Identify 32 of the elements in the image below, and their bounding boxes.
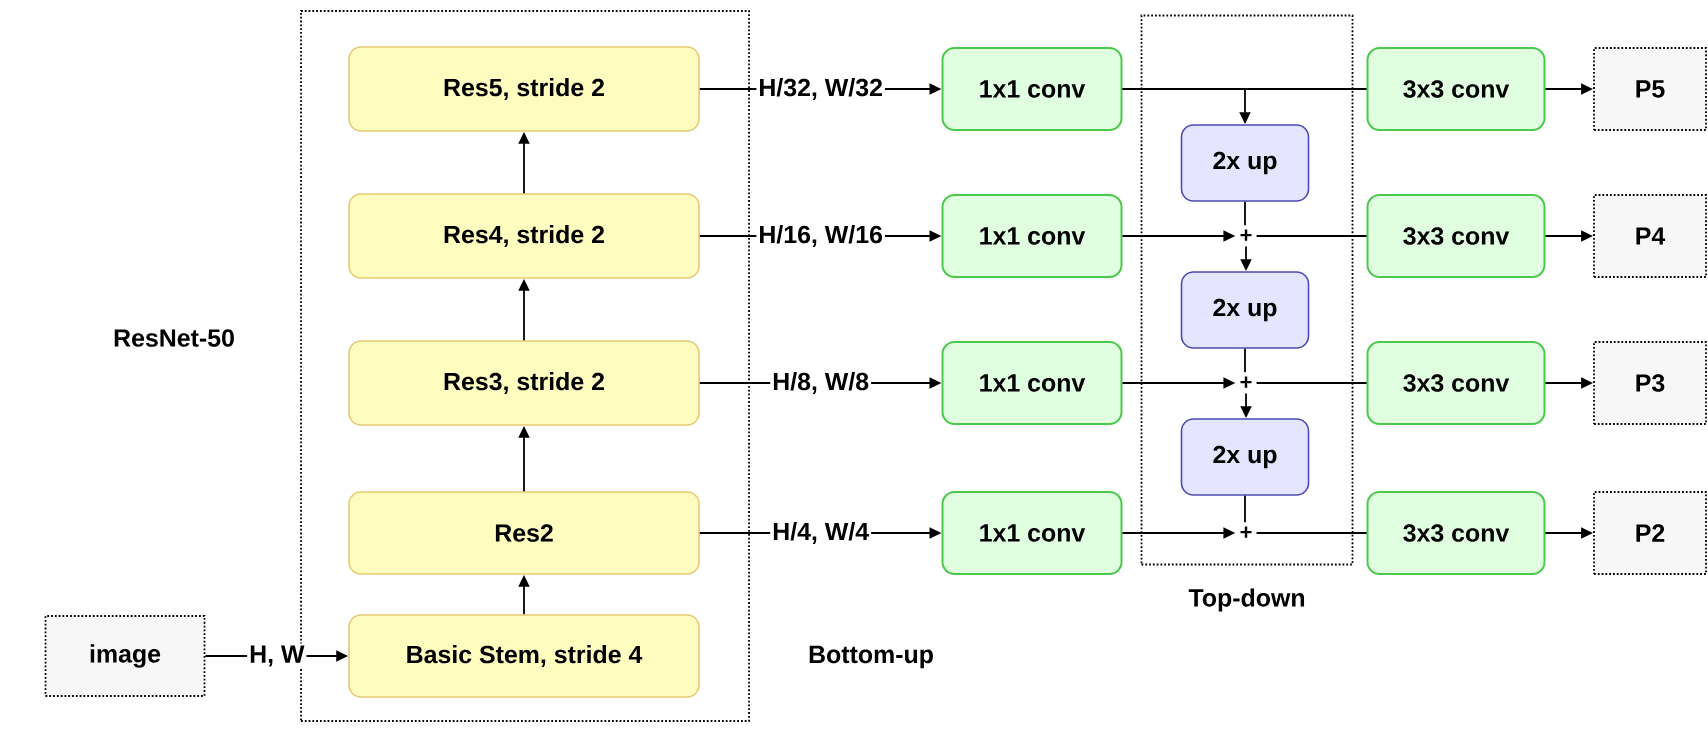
data-box: P5	[1593, 47, 1707, 131]
conv-box: 3x3 conv	[1366, 341, 1546, 425]
model-label: ResNet-50	[114, 329, 234, 347]
edge-label: H/16, W/16	[756, 223, 885, 249]
edge-label: H/4, W/4	[770, 520, 872, 546]
edge-label: H/8, W/8	[770, 370, 872, 396]
group-heading: Top-down	[1188, 588, 1305, 612]
edge-label: H/32, W/32	[756, 76, 885, 102]
upsample-box: 2x up	[1180, 271, 1310, 349]
plus-sign: +	[1240, 376, 1252, 388]
group-heading: Bottom-up	[809, 645, 933, 669]
data-box: image	[44, 615, 206, 697]
edge-label: H, W	[247, 643, 307, 669]
data-box: P2	[1593, 491, 1707, 575]
conv-box: 1x1 conv	[941, 194, 1123, 278]
process-box: Res5, stride 2	[348, 46, 700, 132]
process-box: Res3, stride 2	[348, 340, 700, 426]
conv-box: 1x1 conv	[941, 491, 1123, 575]
process-box: Res2	[348, 491, 700, 575]
data-box: P4	[1593, 194, 1707, 278]
upsample-box: 2x up	[1180, 124, 1310, 202]
process-box: Res4, stride 2	[348, 193, 700, 279]
conv-box: 3x3 conv	[1366, 194, 1546, 278]
plus-sign: +	[1240, 526, 1252, 538]
upsample-box: 2x up	[1180, 418, 1310, 496]
conv-box: 1x1 conv	[941, 47, 1123, 131]
conv-box: 3x3 conv	[1366, 47, 1546, 131]
conv-box: 3x3 conv	[1366, 491, 1546, 575]
process-box: Basic Stem, stride 4	[348, 614, 700, 698]
conv-box: 1x1 conv	[941, 341, 1123, 425]
data-box: P3	[1593, 341, 1707, 425]
plus-sign: +	[1240, 229, 1252, 241]
